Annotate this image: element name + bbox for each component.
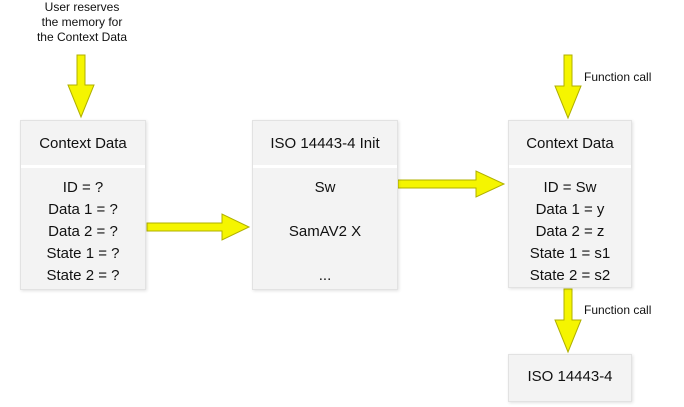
field-state-1: State 1 = s1 bbox=[529, 245, 611, 262]
function-call-label-top: Function call bbox=[584, 70, 652, 84]
box-divider bbox=[21, 165, 145, 168]
context-data-box-filled: Context Data ID = Sw Data 1 = y Data 2 =… bbox=[508, 120, 632, 288]
context-data-title: Context Data bbox=[39, 135, 127, 152]
iso-14443-4-title: ISO 14443-4 bbox=[527, 368, 613, 385]
field-state-2: State 2 = ? bbox=[46, 267, 120, 284]
user-note-line-2: the memory for bbox=[41, 15, 123, 29]
field-id: ID = Sw bbox=[543, 179, 597, 196]
iso-14443-4-init-box: ISO 14443-4 Init Sw SamAV2 X ... bbox=[252, 120, 398, 290]
arrow-right-init-to-context bbox=[397, 170, 506, 198]
arrow-right-context-to-init bbox=[146, 213, 251, 241]
field-id: ID = ? bbox=[62, 179, 104, 196]
iso-init-title: ISO 14443-4 Init bbox=[270, 135, 380, 152]
field-data-2: Data 2 = ? bbox=[48, 223, 118, 240]
arrow-down-user-to-context bbox=[67, 54, 95, 119]
function-call-label-bottom: Function call bbox=[584, 303, 652, 317]
arrow-down-function-call-top bbox=[554, 54, 582, 120]
param-sw: Sw bbox=[314, 179, 336, 196]
user-note-line-3: the Context Data bbox=[36, 30, 128, 44]
spacer bbox=[253, 243, 397, 265]
field-state-1: State 1 = ? bbox=[46, 245, 120, 262]
field-data-1: Data 1 = y bbox=[535, 201, 605, 218]
context-data-title: Context Data bbox=[526, 135, 614, 152]
user-reserves-note: User reserves the memory for the Context… bbox=[12, 0, 152, 45]
context-data-box-initial: Context Data ID = ? Data 1 = ? Data 2 = … bbox=[20, 120, 146, 290]
context-data-fields: ID = ? Data 1 = ? Data 2 = ? State 1 = ?… bbox=[21, 177, 145, 287]
arrow-down-function-call-bottom bbox=[554, 288, 582, 354]
field-state-2: State 2 = s2 bbox=[529, 267, 611, 284]
user-note-line-1: User reserves bbox=[44, 0, 120, 14]
field-data-1: Data 1 = ? bbox=[48, 201, 118, 218]
iso-init-params: Sw SamAV2 X ... bbox=[253, 177, 397, 287]
param-ellipsis: ... bbox=[318, 267, 332, 284]
box-divider bbox=[509, 165, 631, 168]
box-divider bbox=[253, 165, 397, 168]
field-data-2: Data 2 = z bbox=[535, 223, 605, 240]
spacer bbox=[253, 199, 397, 221]
iso-14443-4-box: ISO 14443-4 bbox=[508, 354, 632, 402]
context-data-fields: ID = Sw Data 1 = y Data 2 = z State 1 = … bbox=[509, 177, 631, 287]
param-samav2: SamAV2 X bbox=[288, 223, 362, 240]
